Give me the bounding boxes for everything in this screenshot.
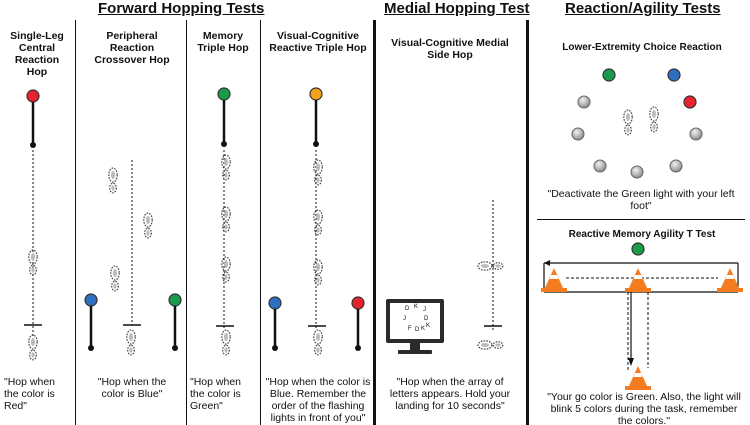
footprint-icon [313,209,323,236]
divider-1 [75,20,76,425]
header-forward-hopping: Forward Hopping Tests [98,0,265,17]
visual-cognitive-triple-hop-graphic [268,87,365,356]
red-light [351,296,365,310]
grey-light [593,159,607,173]
footprint-icon [221,256,231,283]
caption-t-test: "Your go color is Green. Also, the light… [547,391,741,425]
footprint-icon [110,265,120,292]
cone-icon [717,268,743,292]
central-hop-graphic [24,89,42,361]
title-peripheral-crossover-hop: Peripheral Reaction Crossover Hop [94,30,170,66]
footprint-icon [221,329,231,356]
footprint-icon [313,159,323,186]
monitor-letter: D [405,306,410,312]
monitor-letter: K [426,323,431,329]
orange-light [309,87,323,101]
footprint-icon [623,109,633,136]
grey-light [669,159,683,173]
footprint-icon [28,334,38,361]
monitor-letter: D [415,327,420,333]
grey-light [577,95,591,109]
header-reaction-agility: Reaction/Agility Tests [565,0,721,17]
footprint-icon [313,329,323,356]
footprint-icon [126,329,136,356]
title-medial-side-hop: Visual-Cognitive Medial Side Hop [391,37,509,61]
title-visual-cognitive-triple-hop: Visual-Cognitive Reactive Triple Hop [269,30,367,54]
green-light [217,87,231,101]
monitor-letter: K [421,326,426,332]
medial-side-hop-graphic [386,200,504,354]
green-light [602,68,616,82]
footprint-icon [477,340,504,350]
header-medial-hopping: Medial Hopping Test [384,0,530,17]
cone-icon [541,268,567,292]
blue-light [84,293,98,307]
title-memory-triple-hop: Memory Triple Hop [197,30,249,54]
footprint-icon [221,154,231,181]
memory-triple-hop-graphic [216,87,234,356]
grey-light [571,127,585,141]
red-light [26,89,40,103]
monitor-letters: D K J J D K F D K [390,303,440,339]
choice-reaction-graphic [571,68,703,179]
caption-medial-side-hop: "Hop when the array of letters appears. … [389,376,511,412]
divider-5 [526,20,529,425]
monitor-letter: K [414,304,419,310]
footprint-icon [108,167,118,194]
green-light [168,293,182,307]
caption-central-reaction-hop: "Hop when the color is Red" [4,376,56,412]
grey-light [630,165,644,179]
divider-4 [373,20,376,425]
caption-visual-cognitive-triple-hop: "Hop when the color is Blue. Remember th… [265,376,371,424]
divider-3 [260,20,261,425]
t-test-graphic [541,242,743,390]
divider-2 [186,20,187,425]
cone-icon [625,268,651,292]
blue-light [667,68,681,82]
caption-peripheral-crossover-hop: "Hop when the color is Blue" [97,376,167,400]
cone-icon [625,366,651,390]
grey-light [689,127,703,141]
footprint-icon [477,261,504,271]
monitor-letter: D [424,316,429,322]
monitor-icon [386,299,444,354]
footprint-icon [143,212,153,239]
title-central-reaction-hop: Single-Leg Central Reaction Hop [10,30,64,78]
crossover-hop-graphic [84,160,182,356]
footprint-icon [221,206,231,233]
footprint-icon [649,106,659,133]
green-light [631,242,645,256]
monitor-letter: J [423,307,426,313]
monitor-letter: J [403,316,406,322]
caption-memory-triple-hop: "Hop when the color is Green" [190,376,242,412]
title-t-test: Reactive Memory Agility T Test [568,229,716,240]
footprint-icon [313,259,323,286]
monitor-letter: F [408,326,412,332]
red-light [683,95,697,109]
caption-choice-reaction: "Deactivate the Green light with your le… [547,188,735,212]
divider-horizontal [537,219,745,220]
title-choice-reaction: Lower-Extremity Choice Reaction [562,42,722,53]
blue-light [268,296,282,310]
